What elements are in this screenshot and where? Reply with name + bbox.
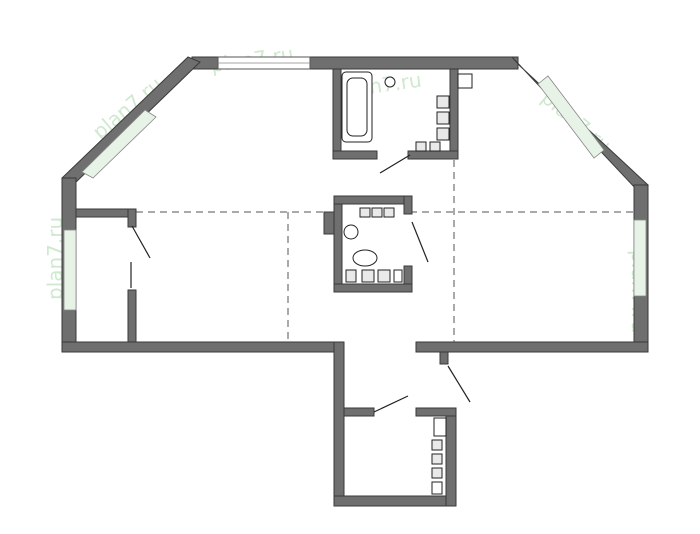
- wall-left-partition: [75, 208, 135, 218]
- window-right: [633, 219, 647, 297]
- appliance-2: [436, 111, 450, 125]
- wall-annex-top-left: [343, 407, 375, 417]
- bathroom-top: [332, 68, 473, 174]
- window-left-diagonal: [81, 109, 157, 179]
- door-annex: [373, 395, 409, 413]
- wall-wc-stub: [323, 211, 335, 235]
- wc-fixture-1: [359, 207, 371, 218]
- wall-bottom-right: [415, 341, 649, 353]
- wall-annex-right: [445, 407, 457, 507]
- wc-fixture-2: [371, 207, 383, 218]
- windows: [63, 56, 647, 311]
- wc-fixture-4: [345, 269, 357, 283]
- door-left-closet: [131, 225, 151, 259]
- window-left: [63, 229, 77, 311]
- wall-left-partition-lower: [127, 289, 137, 343]
- sink-square: [457, 73, 473, 89]
- wc-fixture-5: [361, 269, 375, 283]
- wall-bath-bottom-left: [332, 150, 378, 160]
- bathtub-inner: [346, 77, 368, 137]
- annex-fixture-2: [431, 439, 443, 451]
- window-right-diagonal: [537, 75, 605, 159]
- lower-annex: [373, 365, 471, 495]
- wall-annex-bottom: [333, 495, 457, 507]
- wall-wc-bottom: [333, 283, 413, 293]
- wc-sink: [343, 224, 359, 240]
- wc-fixture-7: [393, 269, 403, 283]
- wc-fixture-3: [383, 207, 395, 218]
- wall-bottom-left: [61, 341, 345, 353]
- door-corridor: [447, 365, 471, 403]
- wall-bath-right: [449, 68, 459, 160]
- annex-fixture-3: [431, 453, 443, 465]
- annex-fixture-4: [431, 467, 443, 479]
- wall-bath-bottom: [407, 150, 459, 160]
- wall-corridor-stub: [439, 351, 449, 365]
- zone-dividers: [76, 160, 634, 342]
- wall-bath-left: [332, 68, 342, 160]
- toilet-room: [323, 195, 429, 293]
- wall-wc-left: [333, 195, 343, 293]
- appliance-4: [415, 141, 427, 152]
- wall-wc-top: [333, 195, 411, 205]
- sink-round: [384, 76, 396, 88]
- appliance-3: [436, 127, 450, 141]
- left-partition: [75, 208, 151, 343]
- wall-annex-top: [415, 407, 457, 417]
- wall-left-diagonal: [61, 56, 201, 186]
- wall-wc-right-top: [403, 195, 413, 215]
- wall-left-partition-stub: [127, 208, 137, 228]
- toilet: [352, 249, 378, 267]
- appliance-1: [436, 95, 450, 109]
- wall-annex-left: [333, 341, 345, 507]
- appliance-5: [429, 141, 441, 152]
- annex-fixture-5: [431, 481, 443, 495]
- door-bath-top: [379, 154, 411, 174]
- annex-fixture-1: [433, 417, 447, 437]
- door-wc: [411, 221, 429, 263]
- wc-fixture-6: [377, 269, 391, 283]
